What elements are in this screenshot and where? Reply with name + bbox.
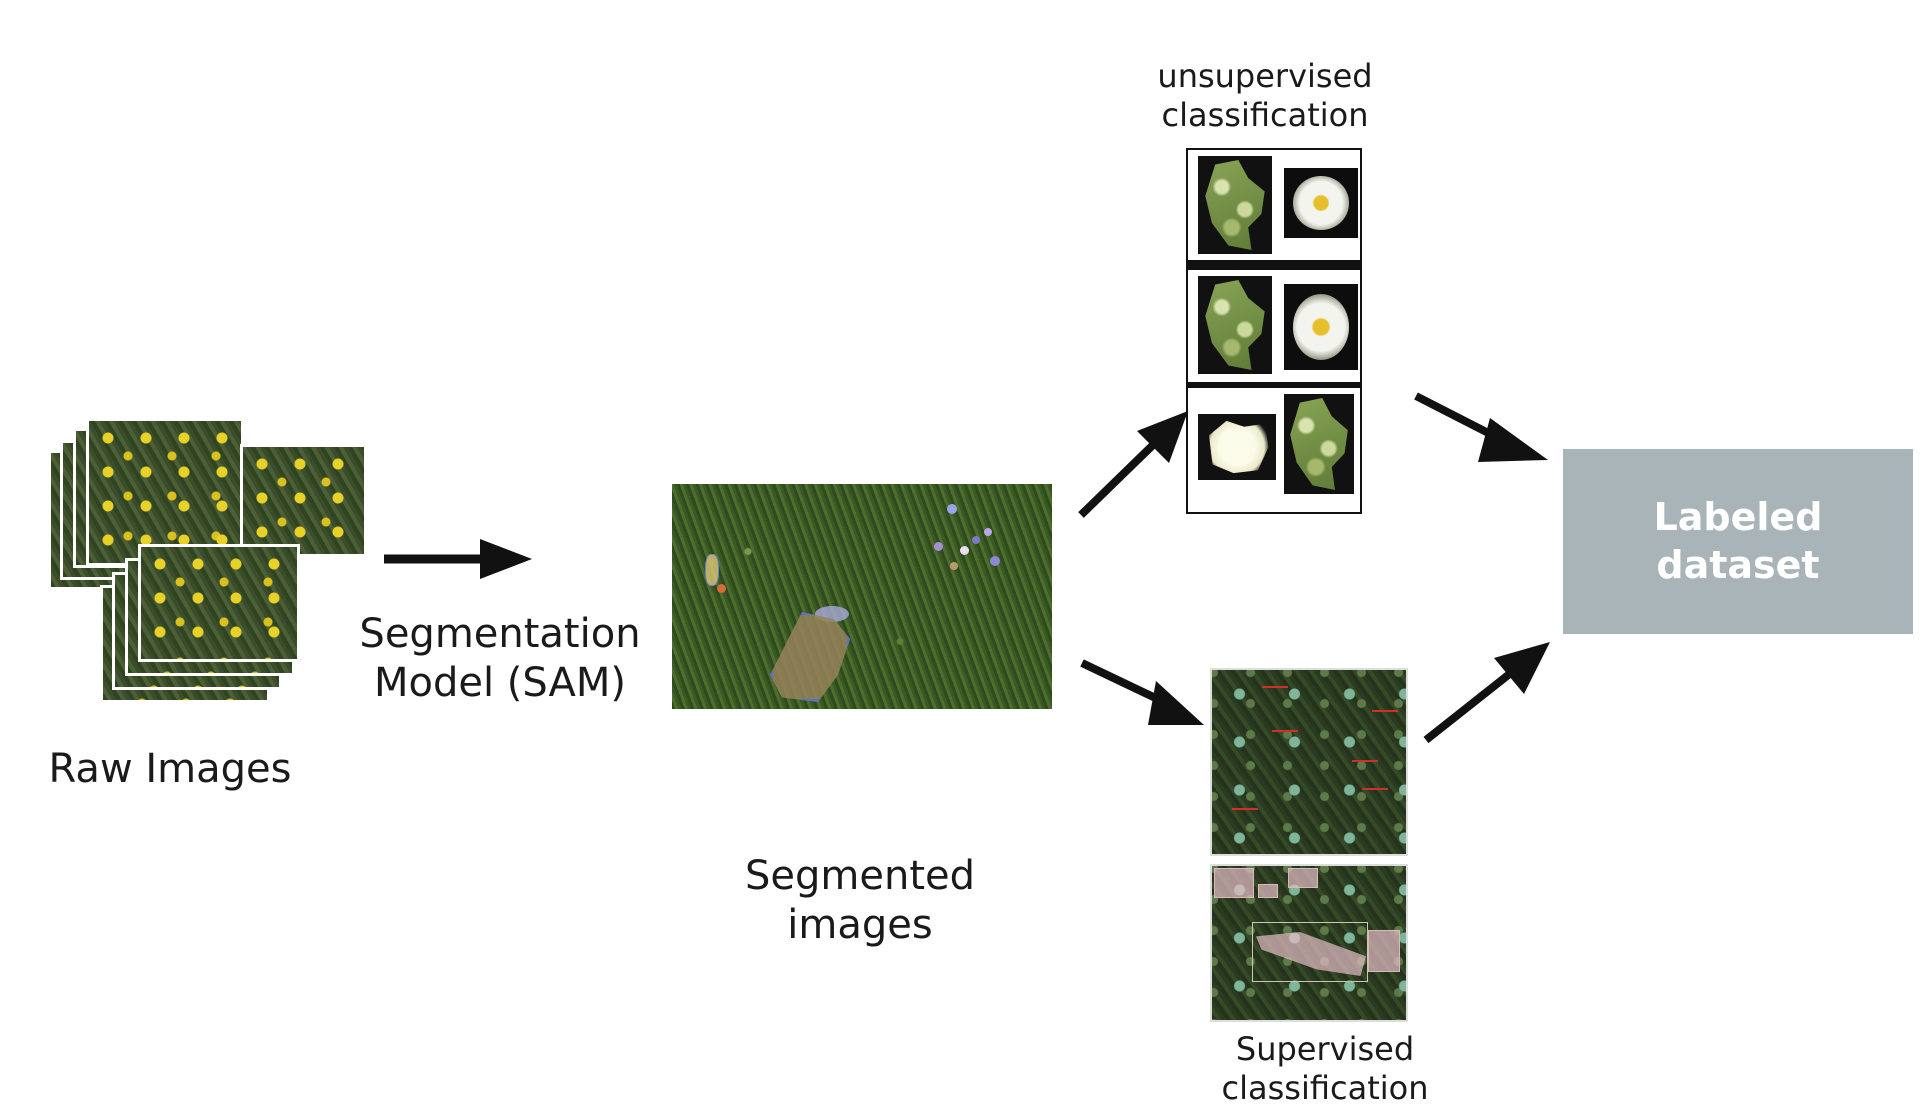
arrow-seg-to-unsupervised — [1078, 411, 1188, 518]
cluster-panel-1a — [1198, 156, 1272, 254]
arrow-unsupervised-to-labeled — [1414, 392, 1548, 462]
labeled-dataset-box: Labeled dataset — [1563, 449, 1913, 634]
cluster-panel-1b — [1284, 168, 1358, 238]
unsupervised-figure — [1186, 148, 1362, 514]
supervised-image-top — [1210, 668, 1408, 856]
arrow-supervised-to-labeled — [1423, 642, 1550, 744]
segmented-image — [672, 484, 1052, 709]
cluster-panel-2b — [1284, 284, 1358, 370]
cluster-panel-2a — [1198, 276, 1272, 374]
segmented-images-label: Segmented images — [745, 853, 975, 948]
supervised-label: Supervised classification — [1221, 1030, 1429, 1108]
labeled-dataset-label: Labeled dataset — [1653, 495, 1823, 587]
raw-image-lower-1 — [138, 544, 300, 662]
cluster-panel-3b — [1284, 394, 1354, 494]
raw-images-label: Raw Images — [48, 746, 292, 792]
supervised-image-bottom — [1210, 864, 1408, 1022]
arrow-raw-to-seg — [384, 539, 532, 579]
segmentation-model-label: Segmentation Model (SAM) — [359, 611, 641, 706]
unsupervised-label: unsupervised classification — [1157, 57, 1373, 135]
raw-image-right — [240, 444, 367, 557]
cluster-panel-3a — [1198, 414, 1276, 480]
arrow-seg-to-supervised — [1080, 659, 1204, 725]
